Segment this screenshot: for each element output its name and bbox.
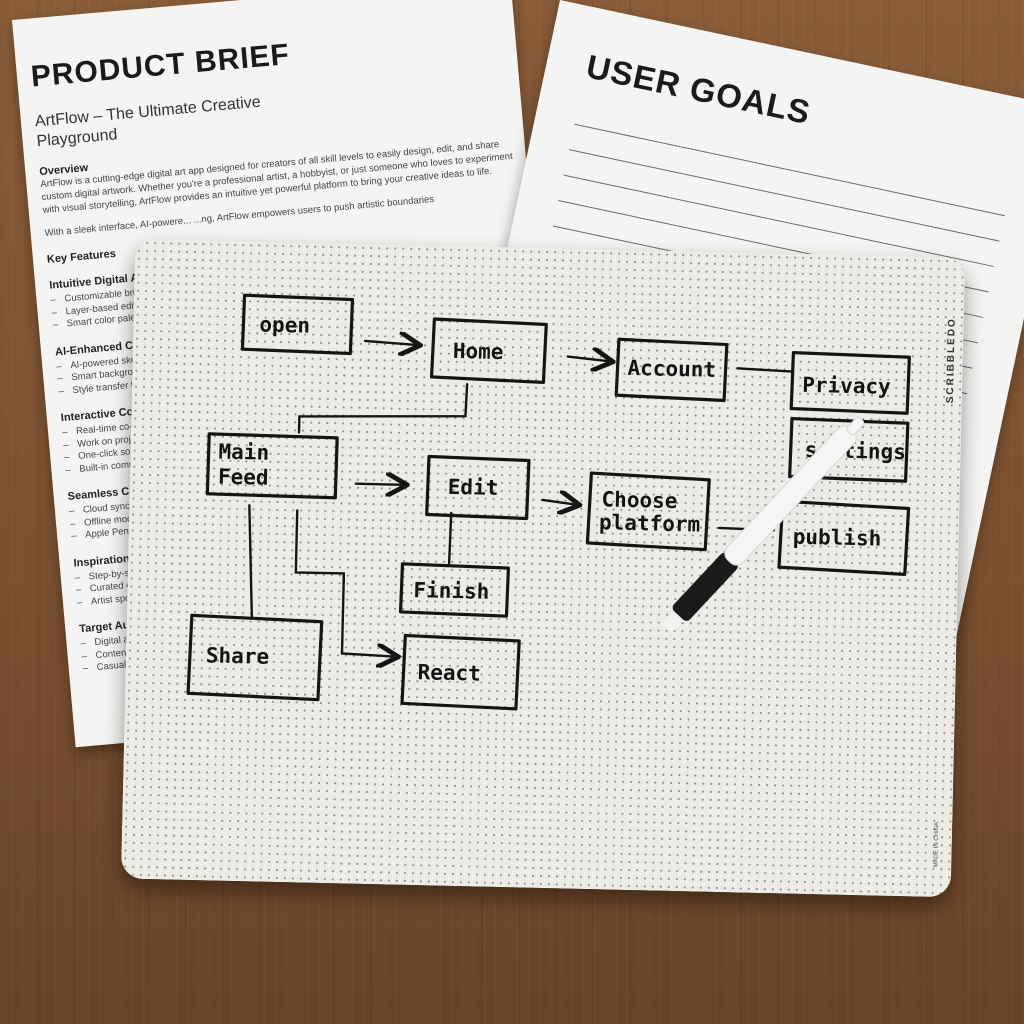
goals-title: USER GOALS [583,47,815,132]
node-label-feed: Feed [218,465,269,490]
node-box-open [240,293,355,356]
node-box-privacy [789,351,911,415]
edge-mainfeed-edit [354,484,405,485]
node-label-main: Main [218,440,269,465]
node-box-react [400,633,521,711]
edge-home-account [566,357,611,362]
node-label-home: Home [453,339,504,364]
edge-edit-finish [447,511,453,566]
node-label-finish: Finish [413,578,489,604]
node-label-share: Share [206,643,270,668]
edge-edit-choose [541,500,577,505]
node-box-home [429,317,548,385]
node-label-privacy: Privacy [802,373,891,399]
node-box-finish [398,562,510,618]
edge-home-mainfeed [297,383,469,434]
edge-account-privacy [736,367,794,373]
edge-mainfeed-react [294,509,399,656]
marker-pen [662,416,865,632]
node-box-account [614,337,729,403]
node-box-publish [777,499,911,576]
marker-cap-end [662,610,684,632]
node-label-account: Account [627,356,716,382]
node-label-edit: Edit [448,475,499,500]
node-box-main-feed [205,432,339,500]
marker-cap [672,552,738,621]
node-label-react: React [417,660,481,685]
node-box-settings [788,417,910,483]
flow-diagram: open Home Account Privacy settings Main … [186,293,911,711]
node-box-share [186,613,324,702]
node-box-choose-platform [585,471,711,552]
node-label-open: open [259,313,310,338]
node-label-choose: Choose [601,487,677,513]
node-label-platform: platform [599,510,701,536]
edge-open-home [363,341,418,345]
dot-grid-whiteboard: SCRIBBLEDO MADE IN CHINA [120,238,966,898]
brief-subtitle: ArtFlow – The Ultimate Creative Playgrou… [34,93,262,151]
edge-mainfeed-share [248,504,254,618]
node-box-edit [425,454,531,521]
brief-title: PRODUCT BRIEF [29,37,292,94]
goals-rule [568,149,1000,242]
node-label-publish: publish [793,525,882,551]
marker-tail [846,416,865,436]
